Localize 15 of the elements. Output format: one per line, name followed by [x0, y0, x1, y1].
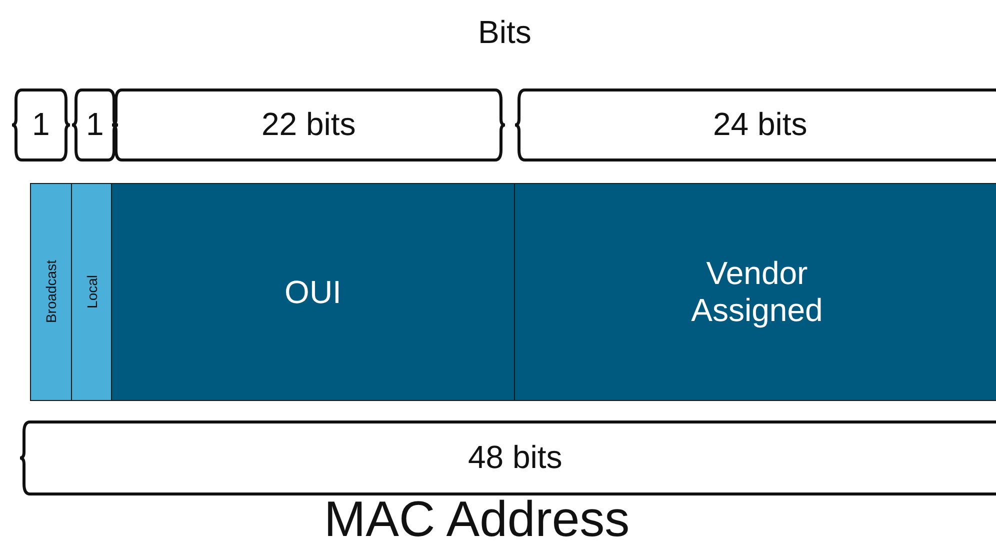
field-segment: [514, 183, 996, 401]
field-label: Local: [84, 275, 100, 309]
field-label: OUI: [284, 274, 342, 310]
field-label: Broadcast: [43, 260, 59, 324]
bit-count: 24 bits: [713, 106, 808, 143]
field-segment: [111, 183, 515, 401]
heading: Bits: [478, 14, 532, 51]
field-segment: [71, 183, 112, 401]
bit-count: 22 bits: [262, 106, 356, 143]
field-label: Vendor Assigned: [690, 255, 824, 329]
bit-count: 1: [86, 106, 104, 143]
bit-count: 1: [32, 106, 50, 143]
caption: MAC Address: [324, 490, 630, 548]
bit-count: 48 bits: [468, 439, 562, 476]
field-segment: [30, 183, 72, 401]
